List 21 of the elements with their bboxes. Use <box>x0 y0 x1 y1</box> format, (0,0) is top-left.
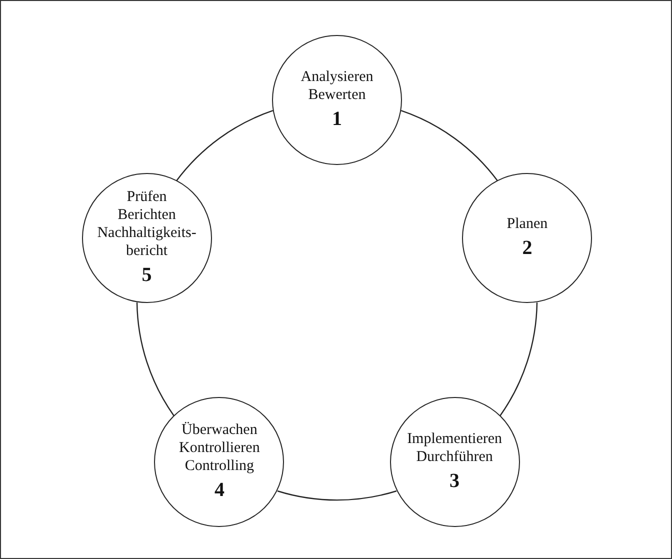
connector-arc <box>400 110 498 181</box>
phase-label: Überwachen <box>182 420 258 439</box>
step-number: 1 <box>332 107 342 132</box>
step-number: 2 <box>522 236 532 262</box>
connector-arc <box>176 110 274 181</box>
phase-label: Durchführen <box>416 448 493 466</box>
connector-arc <box>136 302 174 416</box>
phase-label: Prüfen <box>126 188 167 206</box>
phase-label: Planen <box>506 215 548 234</box>
phase-label: Controlling <box>184 456 254 475</box>
phase-label: Analysieren <box>300 68 374 86</box>
phase-label: Kontrollieren <box>179 438 260 457</box>
step-number: 4 <box>214 478 224 503</box>
phase-label: Nachhaltigkeits- bericht <box>96 224 198 260</box>
phase-label: Implementieren <box>407 430 502 448</box>
step-number: 3 <box>450 468 460 494</box>
phase-label: Berichten <box>118 206 176 224</box>
step-number: 5 <box>142 263 152 288</box>
phase-label: Bewerten <box>308 86 366 104</box>
connector-arc <box>500 302 538 416</box>
connector-arc <box>277 490 397 500</box>
